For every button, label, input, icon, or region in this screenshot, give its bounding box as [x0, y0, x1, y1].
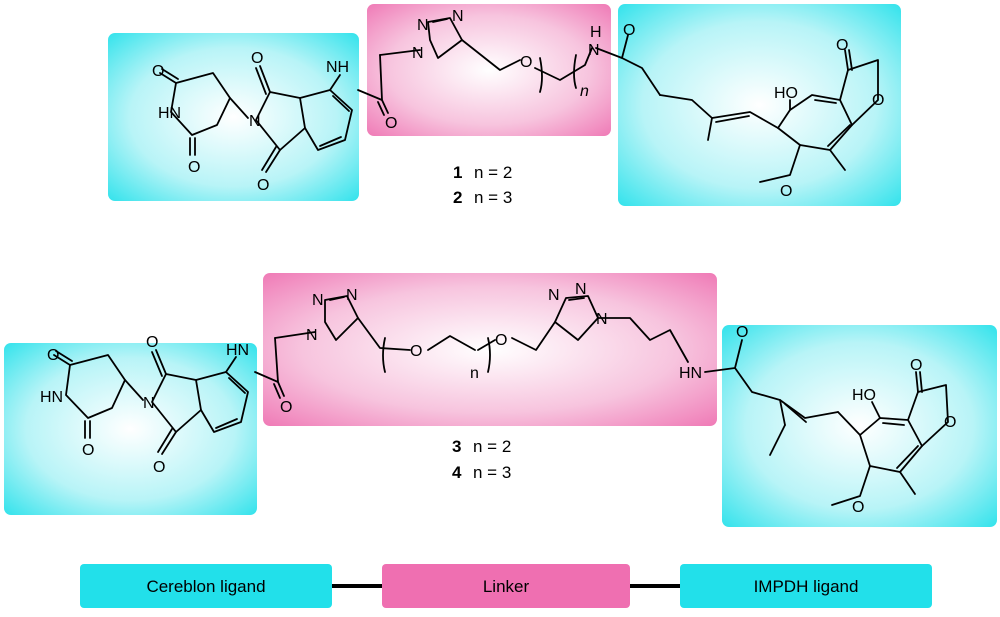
compound-n-value: n = 3	[474, 188, 512, 207]
atom-o: O	[836, 37, 848, 54]
atom-n: N	[588, 42, 600, 59]
atom-o: O	[910, 357, 922, 374]
glutarimide-ring-top	[159, 68, 249, 156]
compound-labels-bottom: 3 n = 2 4 n = 3	[452, 437, 511, 482]
atom-o: O	[623, 22, 635, 39]
atom-o: O	[146, 334, 158, 351]
atom-o: O	[736, 324, 748, 341]
atom-n: N	[306, 327, 318, 344]
legend-linker-label: Linker	[483, 577, 530, 596]
linker-box-top	[367, 4, 611, 136]
impdh-box-top	[618, 4, 901, 206]
compound-id: 1	[453, 163, 462, 182]
atom-o: O	[385, 115, 397, 132]
triazole-peg-linker-bottom	[274, 295, 689, 373]
repeat-n: n	[580, 83, 589, 100]
compound-id: 3	[452, 437, 461, 456]
atom-n: N	[346, 287, 358, 304]
atom-n: N	[548, 287, 560, 304]
atom-nh: NH	[326, 59, 349, 76]
atom-o: O	[495, 332, 507, 349]
amide-top	[357, 54, 389, 116]
atom-n: N	[575, 281, 587, 298]
atom-hn: HN	[40, 389, 63, 406]
mpa-core-top	[659, 49, 879, 183]
atom-o: O	[257, 177, 269, 194]
atom-o: O	[872, 92, 884, 109]
atom-n: N	[412, 45, 424, 62]
mpa-core-bottom	[704, 339, 949, 506]
compound-id: 2	[453, 188, 462, 207]
amide-bottom	[254, 337, 285, 399]
atom-h: H	[590, 24, 602, 41]
atom-o: O	[852, 499, 864, 516]
molecule-top: O HN O N O O NH O N N N O n H N O HO O O…	[152, 8, 884, 200]
atom-o: O	[153, 459, 165, 476]
atom-ho: HO	[774, 85, 798, 102]
phthalimide-top	[255, 65, 353, 173]
atom-o: O	[780, 183, 792, 200]
atom-ho: HO	[852, 387, 876, 404]
impdh-box-bottom	[722, 325, 997, 527]
atom-n: N	[143, 395, 155, 412]
atom-hn: HN	[158, 105, 181, 122]
atom-hn: HN	[226, 342, 249, 359]
legend-impdh-box	[680, 564, 932, 608]
atom-o: O	[520, 54, 532, 71]
atom-o: O	[944, 414, 956, 431]
cereblon-box-bottom	[4, 343, 257, 515]
atom-n: N	[417, 17, 429, 34]
atom-o: O	[82, 442, 94, 459]
compound-n-value: n = 2	[473, 437, 511, 456]
atom-hn: HN	[679, 365, 702, 382]
phthalimide-bottom	[151, 349, 249, 455]
atom-n: N	[452, 8, 464, 25]
atom-n: N	[249, 113, 261, 130]
legend: Cereblon ligand Linker IMPDH ligand	[80, 564, 932, 608]
atom-o: O	[188, 159, 200, 176]
atom-n: N	[312, 292, 324, 309]
legend-linker-box	[382, 564, 630, 608]
compound-labels-top: 1 n = 2 2 n = 3	[453, 163, 512, 207]
glutarimide-ring-bottom	[53, 350, 144, 439]
atom-o: O	[410, 343, 422, 360]
cereblon-box-top	[108, 33, 359, 201]
legend-impdh-label: IMPDH ligand	[754, 577, 859, 596]
compound-n-value: n = 2	[474, 163, 512, 182]
repeat-n: n	[470, 365, 479, 382]
atom-o: O	[251, 50, 263, 67]
atom-o: O	[47, 347, 59, 364]
atom-n: N	[596, 311, 608, 328]
legend-cereblon-label: Cereblon ligand	[146, 577, 265, 596]
compound-id: 4	[452, 463, 462, 482]
compound-n-value: n = 3	[473, 463, 511, 482]
atom-o: O	[152, 63, 164, 80]
triazole-linker-top	[379, 17, 661, 96]
atom-o: O	[280, 399, 292, 416]
molecule-bottom: O HN O N O O HN O N N N O O n N N N HN O…	[40, 281, 956, 516]
legend-cereblon-box	[80, 564, 332, 608]
